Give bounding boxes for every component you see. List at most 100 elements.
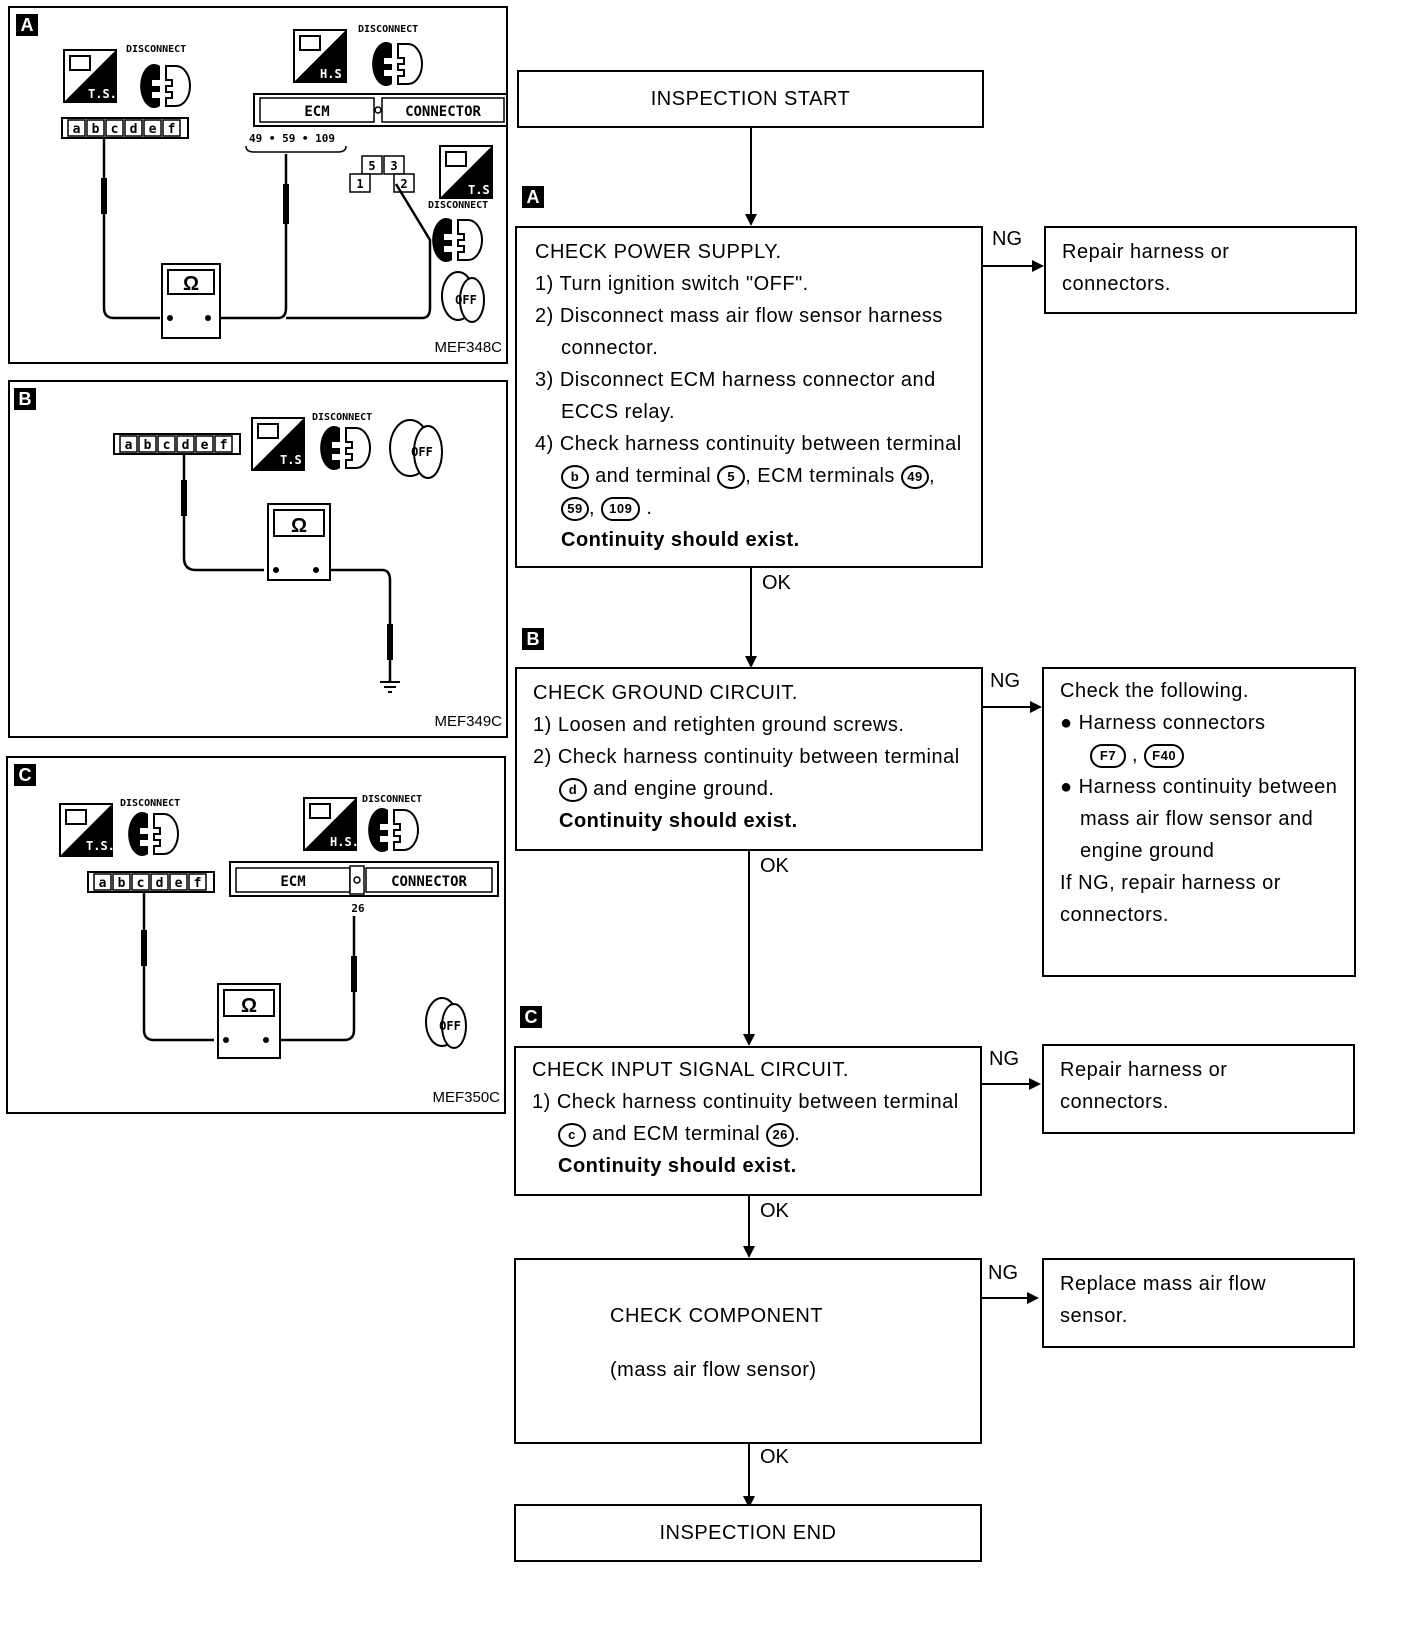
connector-pin-label: c — [163, 438, 171, 453]
svg-text:DISCONNECT: DISCONNECT — [312, 412, 372, 423]
step-component-subtitle: (mass air flow sensor) — [610, 1359, 817, 1381]
harness-connector-list: F7 , F40 — [1060, 739, 1344, 771]
step-component-ng-box: Replace mass air flow sensor. — [1042, 1258, 1355, 1348]
tester-badge-icon — [59, 803, 113, 857]
connector-badge: F7 — [1090, 743, 1126, 768]
svg-text:CONNECTOR: CONNECTOR — [391, 874, 467, 890]
svg-text:3: 3 — [390, 159, 397, 173]
connector-pin — [138, 435, 157, 453]
step-b-box: CHECK GROUND CIRCUIT. 1) Loosen and reti… — [515, 667, 983, 851]
disconnect-connector-icon — [372, 42, 423, 86]
svg-text:Ω: Ω — [183, 273, 199, 295]
connector-pin — [119, 435, 138, 453]
step-a-item-4: 4) Check harness continuity between term… — [535, 433, 962, 521]
disconnect-connector-icon — [140, 64, 191, 109]
step-a-ng-action: Repair harness or connectors. — [1062, 241, 1230, 295]
inspection-start-box: INSPECTION START — [517, 70, 984, 128]
step-b-result: Continuity should exist. — [559, 810, 798, 832]
svg-text:Ω: Ω — [241, 995, 257, 1017]
connector-pin-label: e — [149, 122, 157, 137]
step-b-item-2: 2) Check harness continuity between term… — [533, 746, 960, 802]
connector-pin-label: c — [111, 122, 119, 137]
connector-pin — [169, 873, 188, 891]
connector-pin-label: c — [137, 876, 145, 891]
connector-line — [748, 851, 750, 1039]
connector-line — [748, 1444, 750, 1502]
svg-text:OFF: OFF — [439, 1019, 461, 1033]
ignition-off-icon — [425, 997, 467, 1049]
tester-badge-icon — [293, 29, 347, 83]
connector-pin — [150, 873, 169, 891]
disconnect-connector-icon — [368, 808, 419, 852]
step-a-item-3: 3) Disconnect ECM harness connector and … — [535, 369, 936, 423]
step-tag-b: B — [522, 628, 544, 650]
step-b-ng-bullet-1: ● Harness connectors — [1060, 712, 1266, 734]
relay-connector-icon — [349, 155, 415, 193]
connector-pin-label: f — [194, 876, 202, 891]
svg-text:1: 1 — [356, 177, 363, 191]
connector-pin-label: b — [118, 876, 126, 891]
step-b-ng-footer: If NG, repair harness or connectors. — [1060, 872, 1281, 926]
ng-label: NG — [990, 670, 1020, 692]
step-c-box: CHECK INPUT SIGNAL CIRCUIT. 1) Check har… — [514, 1046, 982, 1196]
connector-pin-label: a — [73, 122, 81, 137]
arrow-right-icon — [1029, 1078, 1041, 1090]
badge-label: T.S. — [88, 87, 117, 101]
connector-pin-label: b — [92, 122, 100, 137]
connector-pin-label: b — [144, 438, 152, 453]
connector-pin — [124, 119, 143, 137]
svg-text:26: 26 — [351, 902, 365, 915]
ecm-connector-icon — [253, 93, 506, 127]
ng-label: NG — [988, 1262, 1018, 1284]
ng-label: NG — [992, 228, 1022, 250]
terminal-badge: 26 — [766, 1122, 795, 1147]
ignition-off-icon — [441, 271, 485, 323]
step-a-box: CHECK POWER SUPPLY. 1) Turn ignition swi… — [515, 226, 983, 568]
svg-text:T.S.: T.S. — [86, 839, 115, 853]
tester-badge-icon — [303, 797, 357, 851]
ohmmeter-icon — [161, 263, 221, 339]
tester-badge-icon — [251, 417, 305, 471]
step-b-ng-bullet-2: ● Harness continuity between mass air fl… — [1060, 776, 1338, 862]
connector-pin — [176, 435, 195, 453]
figure-id: MEF348C — [434, 339, 502, 356]
arrow-right-icon — [1027, 1292, 1039, 1304]
connector-pin — [188, 873, 207, 891]
step-component-box: CHECK COMPONENT (mass air flow sensor) — [514, 1258, 982, 1444]
step-tag-c: C — [520, 1006, 542, 1028]
step-b-item-1: 1) Loosen and retighten ground screws. — [533, 714, 905, 736]
arrow-right-icon — [1032, 260, 1044, 272]
step-a-title: CHECK POWER SUPPLY. — [535, 241, 782, 263]
step-a-item-1: 1) Turn ignition switch "OFF". — [535, 273, 809, 295]
connector-pin — [162, 119, 181, 137]
arrow-down-icon — [743, 1034, 755, 1046]
svg-text:ECM: ECM — [280, 874, 305, 890]
connector-pin — [195, 435, 214, 453]
connector-line — [748, 1196, 750, 1250]
svg-text:H.S: H.S — [320, 67, 342, 81]
ng-label: NG — [989, 1048, 1019, 1070]
disconnect-label: DISCONNECT — [126, 44, 186, 55]
svg-text:H.S.: H.S. — [330, 835, 359, 849]
connector-badge: F40 — [1144, 743, 1185, 768]
svg-text:DISCONNECT: DISCONNECT — [120, 798, 180, 809]
disconnect-connector-icon — [320, 426, 371, 470]
connector-pin — [93, 873, 112, 891]
svg-text:2: 2 — [400, 177, 407, 191]
terminal-badge: 49 — [901, 464, 929, 489]
connector-pin-label: a — [99, 876, 107, 891]
ok-label: OK — [760, 855, 789, 877]
step-a-result: Continuity should exist. — [561, 529, 800, 551]
connector-pin-label: d — [182, 438, 190, 453]
svg-text:ECM: ECM — [304, 104, 329, 120]
connector-line — [982, 1297, 1030, 1299]
connector-line — [982, 1083, 1032, 1085]
tester-badge-icon — [63, 49, 117, 103]
arrow-right-icon — [1030, 701, 1042, 713]
connector-pin-label: e — [175, 876, 183, 891]
connector-pin — [105, 119, 124, 137]
ok-label: OK — [762, 572, 791, 594]
figure-tag-b: B — [14, 388, 36, 410]
